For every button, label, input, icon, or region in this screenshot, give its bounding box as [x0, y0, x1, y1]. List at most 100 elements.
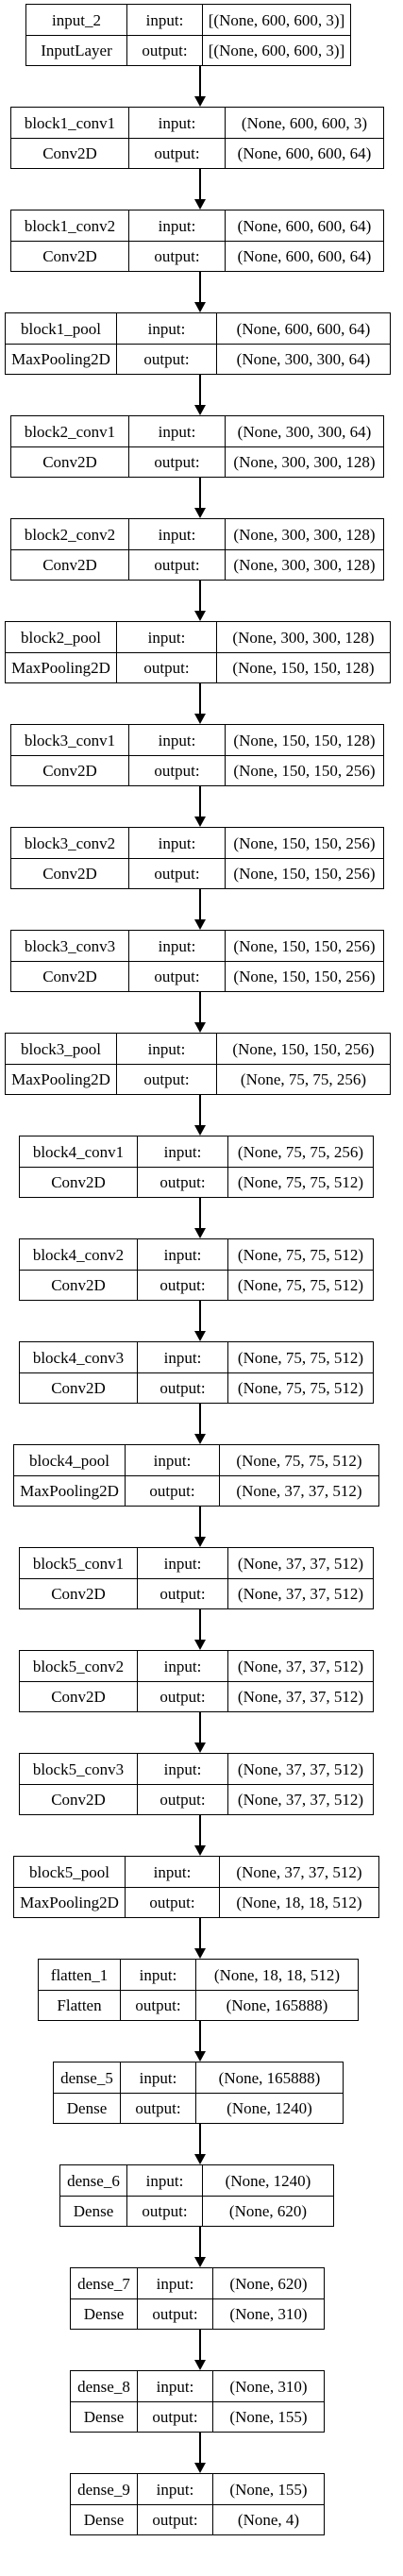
- input-shape: (None, 37, 37, 512): [237, 1759, 364, 1778]
- connector-line: [199, 683, 201, 715]
- layer-name: block3_conv2: [11, 828, 129, 858]
- output-label: output:: [129, 447, 226, 477]
- arrow-head-icon: [194, 919, 206, 930]
- arrow-head-icon: [194, 2051, 206, 2062]
- output-shape: (None, 600, 600, 64): [237, 144, 372, 162]
- layer-name: block5_conv1: [20, 1548, 138, 1578]
- layer-type: InputLayer: [26, 36, 127, 65]
- output-label: output:: [138, 2505, 213, 2534]
- input-label: input:: [117, 313, 217, 344]
- input-label: input:: [138, 2371, 213, 2401]
- arrow-head-icon: [194, 199, 206, 210]
- connector-line: [199, 1712, 201, 1743]
- input-shape: (None, 300, 300, 128): [232, 628, 375, 647]
- arrow-head-icon: [194, 1331, 206, 1341]
- layer-name: block4_pool: [14, 1445, 126, 1475]
- layer-type: Conv2D: [11, 756, 129, 785]
- input-shape: (None, 37, 37, 512): [236, 1862, 362, 1881]
- output-shape: (None, 300, 300, 128): [233, 453, 376, 471]
- layer-name: block4_conv3: [20, 1342, 138, 1372]
- input-label: input:: [138, 1136, 228, 1167]
- arrow-head-icon: [194, 1948, 206, 1959]
- output-shape: (None, 75, 75, 512): [237, 1379, 364, 1397]
- input-label: input:: [127, 2165, 203, 2196]
- arrow-head-icon: [194, 405, 206, 415]
- layer-name: block1_conv2: [11, 210, 129, 241]
- output-label: output:: [129, 550, 226, 580]
- connector-line: [199, 2330, 201, 2361]
- output-shape: (None, 1240): [227, 2099, 312, 2117]
- output-label: output:: [129, 859, 226, 888]
- layer-name: block5_conv2: [20, 1651, 138, 1681]
- output-label: output:: [127, 2197, 203, 2226]
- output-shape: (None, 18, 18, 512): [236, 1894, 362, 1911]
- arrow-head-icon: [194, 817, 206, 827]
- output-shape: (None, 37, 37, 512): [236, 1482, 362, 1500]
- input-label: input:: [138, 1651, 228, 1681]
- arrow-head-icon: [194, 1537, 206, 1547]
- output-label: output:: [126, 1476, 220, 1506]
- input-label: input:: [138, 2268, 213, 2298]
- input-label: input:: [129, 725, 226, 755]
- output-label: output:: [129, 756, 226, 785]
- arrow-head-icon: [194, 714, 206, 724]
- arrow-head-icon: [194, 508, 206, 518]
- layer-type: Dense: [71, 2402, 138, 2432]
- input-shape: (None, 150, 150, 256): [232, 1039, 375, 1058]
- input-label: input:: [138, 2474, 213, 2504]
- input-label: input:: [138, 1754, 228, 1784]
- output-shape: (None, 165888): [226, 1996, 328, 2014]
- connector-line: [199, 1301, 201, 1332]
- output-label: output:: [138, 1373, 228, 1403]
- layer-type: Conv2D: [11, 550, 129, 580]
- layer-type: Conv2D: [20, 1271, 138, 1300]
- arrow-head-icon: [194, 2154, 206, 2164]
- output-shape: (None, 600, 600, 64): [237, 247, 372, 265]
- input-label: input:: [126, 1857, 220, 1887]
- arrow-head-icon: [194, 1845, 206, 1856]
- layer-name: block1_pool: [6, 313, 117, 344]
- connector-line: [199, 169, 201, 200]
- layer-type: Conv2D: [20, 1373, 138, 1403]
- input-shape: (None, 600, 600, 64): [237, 216, 372, 235]
- arrow-head-icon: [194, 2257, 206, 2267]
- input-shape: (None, 310): [229, 2377, 308, 2396]
- input-shape: (None, 150, 150, 256): [233, 936, 376, 955]
- layer-name: block4_conv2: [20, 1239, 138, 1270]
- layer-name: block5_pool: [14, 1857, 126, 1887]
- input-shape: (None, 150, 150, 256): [233, 833, 376, 852]
- output-label: output:: [138, 2402, 213, 2432]
- layer-type: MaxPooling2D: [14, 1476, 126, 1506]
- connector-line: [199, 786, 201, 817]
- layer-type: Dense: [54, 2094, 121, 2123]
- input-shape: (None, 37, 37, 512): [237, 1554, 364, 1573]
- layer-type: Flatten: [39, 1991, 121, 2020]
